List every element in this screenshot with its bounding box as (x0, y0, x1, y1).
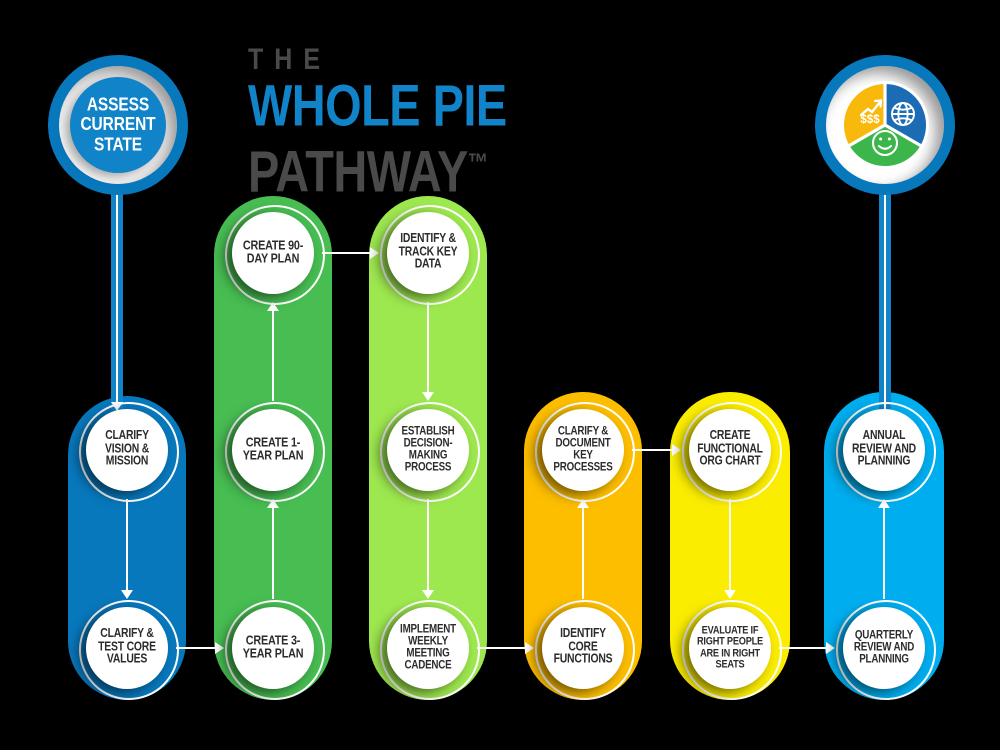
node-ring (836, 600, 936, 700)
title-line-the: THE (248, 42, 331, 76)
dollar-growth-icon (859, 99, 883, 117)
step-node-label: CLARIFY VISION & MISSION (104, 429, 149, 469)
step-node[interactable]: CREATE FUNCTIONAL ORG CHART (689, 409, 771, 491)
step-node[interactable]: CREATE 90-DAY PLAN (232, 212, 314, 294)
start-node-label: ASSESS CURRENT STATE (80, 94, 156, 155)
flow-arrow-head (370, 247, 379, 259)
globe-icon (891, 102, 915, 126)
step-node-label: IDENTIFY & TRACK KEY DATA (398, 232, 458, 272)
node-ring (225, 205, 325, 305)
node-ring (535, 600, 635, 700)
node-ring (535, 402, 635, 502)
step-node-label: IDENTIFY CORE FUNCTIONS (553, 627, 613, 667)
start-node-outer[interactable]: ASSESS CURRENT STATE (48, 55, 188, 195)
pie-svg: $$$ (841, 81, 929, 169)
node-ring (380, 600, 480, 700)
step-node-label: ESTABLISH DECISION-MAKING PROCESS (401, 424, 455, 474)
step-node-label: EVALUATE IF RIGHT PEOPLE ARE IN RIGHT SE… (696, 624, 763, 671)
step-node-label: CREATE 90-DAY PLAN (242, 238, 304, 267)
flow-arrow-horizontal (779, 647, 827, 649)
flow-arrow-horizontal (632, 449, 673, 451)
node-ring (682, 600, 782, 700)
step-node[interactable]: ESTABLISH DECISION-MAKING PROCESS (387, 409, 469, 491)
step-node[interactable]: CREATE 1-YEAR PLAN (232, 409, 314, 491)
step-node-label: CREATE 1-YEAR PLAN (242, 435, 304, 464)
flow-arrow-head (672, 444, 681, 456)
node-ring (836, 402, 936, 502)
start-node-inner: ASSESS CURRENT STATE (70, 77, 166, 173)
title-line-pathway: PATHWAY™ (248, 135, 554, 201)
step-node[interactable]: QUARTERLY REVIEW AND PLANNING (843, 607, 925, 689)
dollar-text: $$$ (860, 114, 880, 126)
node-ring (225, 402, 325, 502)
step-node[interactable]: IDENTIFY CORE FUNCTIONS (542, 607, 624, 689)
flow-arrow-horizontal (322, 252, 371, 254)
step-node-label: CREATE 3-YEAR PLAN (242, 633, 304, 662)
node-ring (682, 402, 782, 502)
trademark-symbol: ™ (467, 149, 489, 178)
step-node-label: QUARTERLY REVIEW AND PLANNING (853, 628, 915, 666)
step-node[interactable]: IMPLEMENT WEEKLY MEETING CADENCE (387, 607, 469, 689)
node-ring (225, 600, 325, 700)
step-node[interactable]: CLARIFY & TEST CORE VALUES (86, 607, 168, 689)
step-node[interactable]: CLARIFY & DOCUMENT KEY PROCESSES (542, 409, 624, 491)
step-node[interactable]: ANNUAL REVIEW AND PLANNING (843, 409, 925, 491)
slice-financial (849, 125, 921, 166)
node-ring (79, 402, 179, 502)
node-ring (380, 205, 480, 305)
node-ring (79, 600, 179, 700)
step-node-label: CLARIFY & DOCUMENT KEY PROCESSES (553, 424, 613, 474)
step-node-label: CLARIFY & TEST CORE VALUES (98, 627, 156, 667)
page-title: THE WHOLE PIE PATHWAY™ (248, 42, 548, 201)
flow-arrow-head (215, 642, 224, 654)
step-node[interactable]: IDENTIFY & TRACK KEY DATA (387, 212, 469, 294)
flow-arrow-horizontal (176, 647, 216, 649)
node-ring (380, 402, 480, 502)
step-node-label: IMPLEMENT WEEKLY MEETING CADENCE (400, 622, 456, 672)
step-node-label: ANNUAL REVIEW AND PLANNING (851, 429, 916, 469)
step-node[interactable]: CREATE 3-YEAR PLAN (232, 607, 314, 689)
flow-arrow-horizontal (477, 647, 526, 649)
step-node-label: CREATE FUNCTIONAL ORG CHART (697, 429, 763, 469)
flow-arrow-head (525, 642, 534, 654)
step-node[interactable]: CLARIFY VISION & MISSION (86, 409, 168, 491)
end-node-outer[interactable]: $$$ (815, 55, 955, 195)
whole-pie-icon: $$$ (841, 81, 929, 169)
title-line-whole-pie: WHOLE PIE (248, 71, 507, 139)
step-node[interactable]: EVALUATE IF RIGHT PEOPLE ARE IN RIGHT SE… (689, 607, 771, 689)
smiley-icon (871, 129, 899, 157)
title-pathway-text: PATHWAY (248, 137, 468, 205)
flow-arrow-head (826, 642, 835, 654)
